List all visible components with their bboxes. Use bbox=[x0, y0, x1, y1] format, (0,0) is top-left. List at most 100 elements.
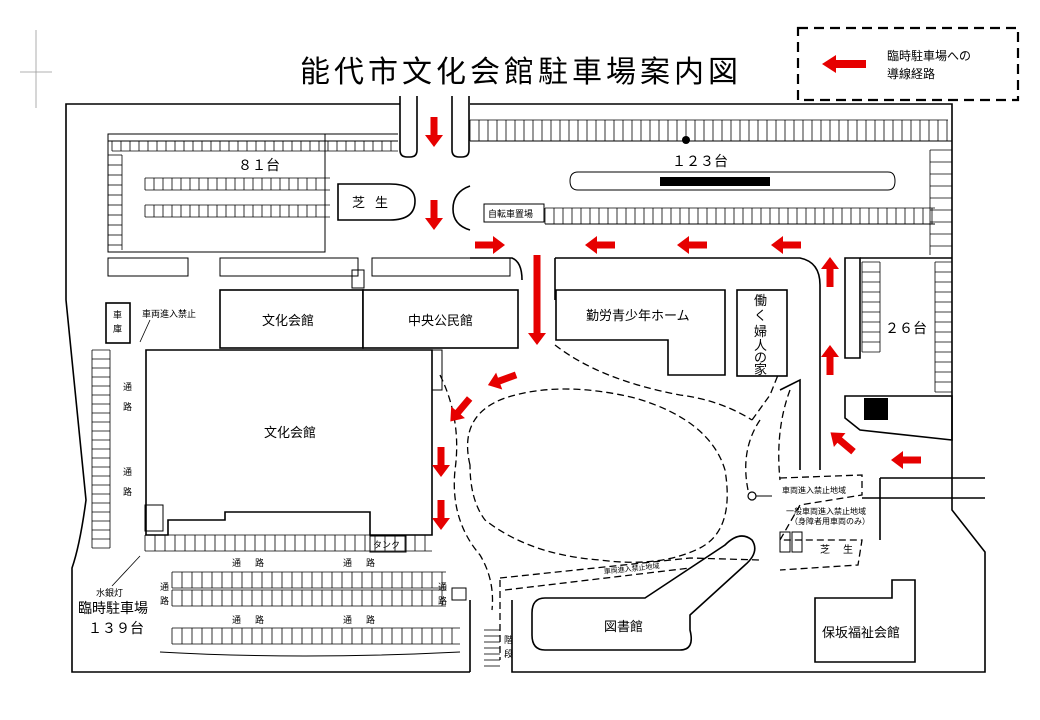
tree-icon bbox=[682, 136, 690, 144]
guidance-arrow-icon bbox=[677, 236, 707, 254]
lawn-south-label-1: 芝 bbox=[820, 543, 830, 556]
legend-arrow-icon bbox=[822, 55, 866, 73]
guidance-arrow-icon bbox=[821, 257, 839, 287]
guidance-arrow-icon bbox=[821, 345, 839, 375]
chuo-kominkan-label: 中央公民館 bbox=[408, 314, 473, 329]
lot-count-26: ２６台 bbox=[885, 321, 927, 337]
hydrant-label: 水銀灯 bbox=[96, 587, 123, 599]
passage-label-6b: 路 bbox=[366, 614, 375, 626]
passage-label-7b: 路 bbox=[160, 595, 169, 607]
stairs-label-1: 階 bbox=[504, 635, 513, 646]
toshokan-label: 図書館 bbox=[604, 620, 643, 635]
east-road bbox=[555, 257, 985, 540]
passage-label-4b: 路 bbox=[366, 557, 375, 569]
fujin-label-5: の bbox=[754, 351, 767, 366]
passage-label-5a: 通 bbox=[232, 615, 241, 626]
passage-label-6a: 通 bbox=[343, 615, 352, 626]
guidance-arrow-icon bbox=[425, 200, 443, 230]
passage-label-3a: 通 bbox=[232, 558, 241, 569]
fujin-label-6: 家 bbox=[754, 362, 767, 378]
parking-lot-north-west: ８１台 bbox=[107, 133, 511, 277]
passage-label-4a: 通 bbox=[343, 558, 352, 569]
building-garage: 車 庫 bbox=[105, 302, 131, 344]
passage-label-2b: 路 bbox=[123, 486, 132, 498]
guidance-arrow-icon bbox=[771, 236, 801, 254]
no-general-label-1: 一般車両進入禁止地域 bbox=[786, 506, 866, 516]
hosaka-label: 保坂福祉会館 bbox=[822, 626, 900, 641]
guidance-arrow-icon bbox=[528, 255, 546, 345]
legend-text-2: 導線経路 bbox=[887, 66, 935, 81]
tank: タンク bbox=[369, 535, 407, 553]
parking-lot-east: ２６台 bbox=[844, 257, 953, 441]
passage-label-3b: 路 bbox=[255, 557, 264, 569]
kinro-home-label: 勤労青少年ホーム bbox=[586, 309, 690, 324]
passage-label-8b: 路 bbox=[438, 595, 447, 607]
parking-west-column: 通 路 通 路 bbox=[91, 349, 164, 549]
stall-row bbox=[91, 349, 111, 549]
building-toshokan: 図書館 bbox=[531, 535, 756, 651]
guidance-arrow-icon bbox=[585, 236, 615, 254]
stall-row bbox=[861, 261, 953, 393]
passage-label-8a: 通 bbox=[438, 582, 447, 593]
building-hosaka-fukushi: 保坂福祉会館 bbox=[814, 579, 916, 663]
passage-label-1b: 路 bbox=[123, 401, 132, 413]
temp-lot-name: 臨時駐車場 bbox=[78, 600, 148, 617]
fujin-label-3: 婦 bbox=[754, 324, 767, 340]
guidance-arrow-icon bbox=[475, 236, 505, 254]
stall-row bbox=[107, 154, 330, 250]
guidance-arrow-icon bbox=[830, 432, 856, 455]
bicycle-parking: 自転車置場 bbox=[452, 185, 545, 231]
parking-temporary-lot: 通 路 通 路 通 路 通 路 通 路 通 路 bbox=[144, 534, 467, 657]
passage-label-5b: 路 bbox=[255, 614, 264, 626]
guidance-arrow-icon bbox=[487, 371, 518, 390]
key-icon bbox=[747, 491, 757, 501]
passage-label-2a: 通 bbox=[123, 467, 132, 478]
guidance-arrow-icon bbox=[450, 396, 473, 422]
bicycle-parking-label: 自転車置場 bbox=[488, 208, 533, 220]
lot-count-123: １２３台 bbox=[672, 154, 728, 170]
lawn-label-2: 生 bbox=[375, 196, 388, 211]
stairs-label-2: 段 bbox=[504, 648, 513, 660]
guidance-arrows bbox=[425, 117, 921, 530]
lawn-label-1: 芝 bbox=[352, 195, 365, 211]
fujin-label-1: 働 bbox=[754, 294, 767, 309]
lawn-south: 芝 生 bbox=[779, 531, 853, 556]
building-kinro-home: 勤労青少年ホーム bbox=[555, 289, 726, 376]
legend: 臨時駐車場への 導線経路 bbox=[796, 26, 1020, 102]
no-entry-area-label: 車両進入禁止地域 bbox=[782, 485, 846, 495]
temp-lot-count: １３９台 bbox=[88, 621, 144, 637]
guidance-arrow-icon bbox=[891, 451, 921, 469]
lawn-north: 芝 生 bbox=[337, 183, 416, 221]
building-hataraku-fujin: 働 く 婦 人 の 家 bbox=[736, 289, 788, 378]
north-entrance bbox=[399, 96, 470, 158]
no-entry-vehicle-label: 車両進入禁止 bbox=[142, 308, 196, 320]
garage-label-2: 庫 bbox=[113, 323, 122, 335]
garage-label-1: 車 bbox=[113, 309, 122, 321]
guidance-arrow-icon bbox=[425, 117, 443, 147]
stall-row bbox=[111, 140, 398, 152]
guidance-arrow-icon bbox=[432, 500, 450, 530]
building-bunka-kaikan-upper: 文化会館 bbox=[219, 269, 365, 349]
stairs: 階 段 bbox=[484, 629, 513, 667]
tank-label: タンク bbox=[373, 540, 400, 551]
stall-row bbox=[469, 119, 948, 142]
legend-text-1: 臨時駐車場への bbox=[887, 48, 971, 63]
crop-mark bbox=[20, 30, 52, 108]
building-bunka-kaikan-main: 文化会館 bbox=[145, 349, 443, 536]
bunka-kaikan-label-2: 文化会館 bbox=[264, 426, 316, 441]
lot-count-81: ８１台 bbox=[238, 158, 280, 174]
building-chuo-kominkan: 中央公民館 bbox=[362, 289, 519, 349]
guidance-arrow-icon bbox=[432, 447, 450, 477]
central-road bbox=[470, 257, 556, 300]
stall-row bbox=[544, 149, 953, 255]
fujin-label-2: く bbox=[754, 309, 767, 324]
passage-label-1a: 通 bbox=[123, 382, 132, 393]
site-boundary bbox=[65, 103, 986, 673]
passage-label-7a: 通 bbox=[160, 582, 169, 593]
bunka-kaikan-label-1: 文化会館 bbox=[262, 314, 314, 329]
oval-plaza bbox=[466, 388, 728, 563]
no-entry-road-label: 車両進入禁止地域 bbox=[603, 561, 660, 576]
no-general-label-2: （身障者用車両のみ） bbox=[790, 516, 870, 526]
temporary-lot-labels: 水銀灯 臨時駐車場 １３９台 bbox=[78, 555, 148, 637]
